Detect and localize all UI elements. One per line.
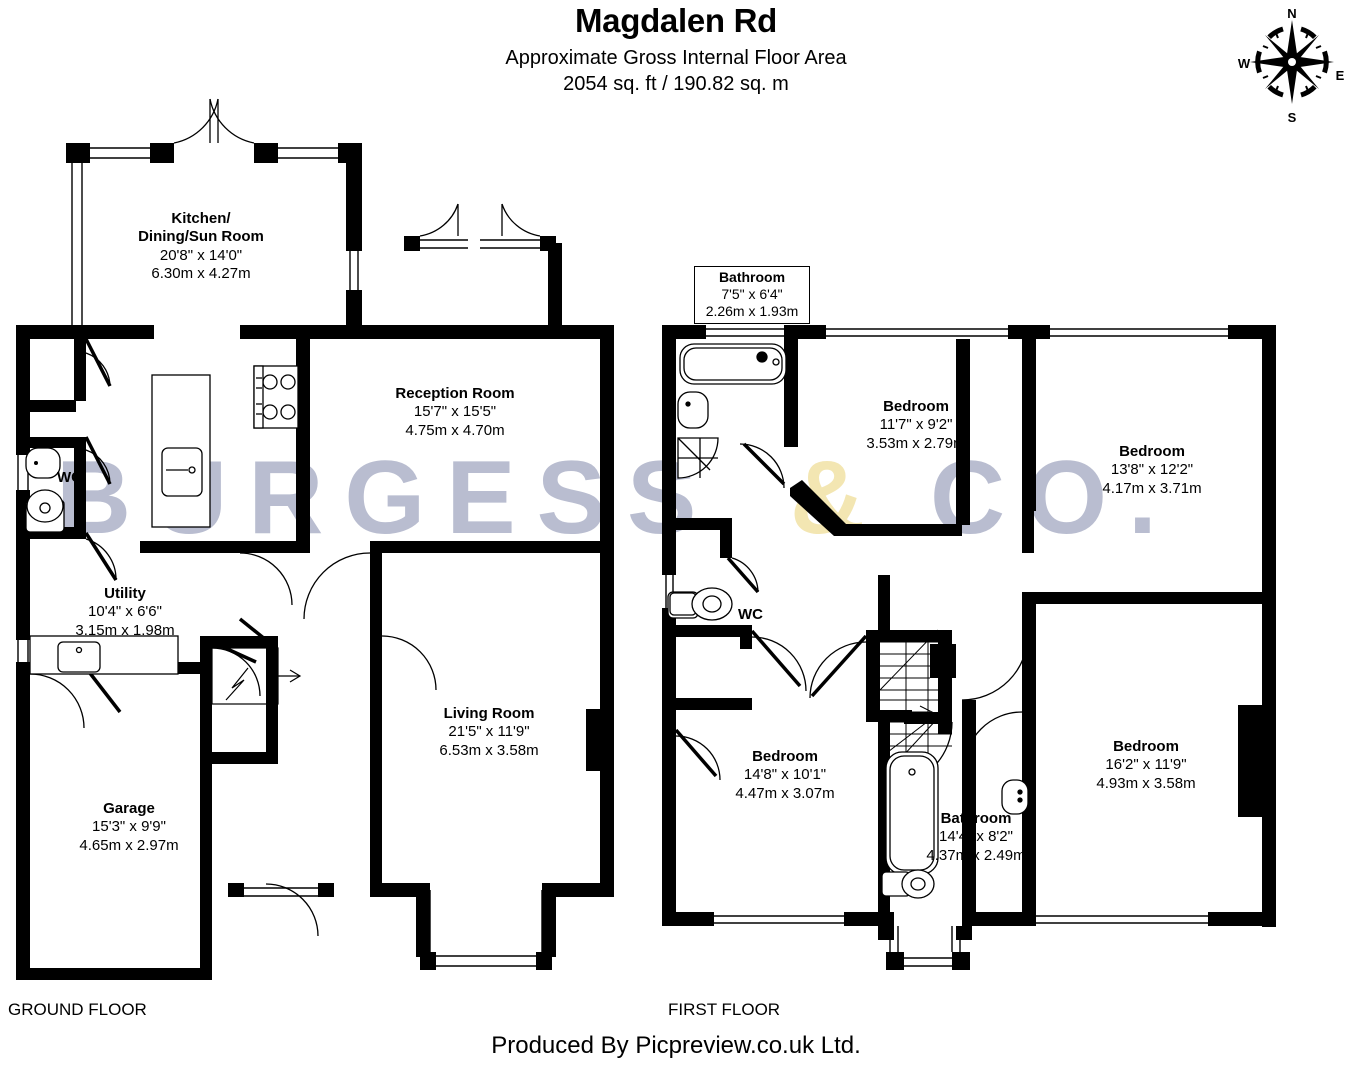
compass-rose-icon: N E S W: [1236, 6, 1348, 124]
producer-credit: Produced By Picpreview.co.uk Ltd.: [491, 1032, 861, 1059]
floor-area-caption: Approximate Gross Internal Floor Area: [505, 46, 847, 69]
room-label-wc-first: WC: [738, 606, 763, 623]
ground-floor-plan: [16, 98, 614, 980]
compass-east-label: E: [1336, 68, 1345, 83]
room-label-bedroom-1: Bedroom 11'7" x 9'2" 3.53m x 2.79m: [866, 398, 966, 452]
room-label-bathroom-lower: Bathroom 14'4" x 8'2" 4.37m x 2.49m: [926, 810, 1026, 864]
page-title: Magdalen Rd: [574, 2, 778, 39]
room-label-bathroom-upper: Bathroom 7'5" x 6'4" 2.26m x 1.93m: [694, 266, 810, 325]
compass-west-label: W: [1238, 56, 1251, 71]
room-label-garage: Garage 15'3" x 9'9" 4.65m x 2.97m: [79, 800, 179, 854]
room-label-living-room: Living Room 21'5" x 11'9" 6.53m x 3.58m: [439, 705, 539, 759]
compass-south-label: S: [1288, 110, 1297, 124]
room-label-reception-room: Reception Room 15'7" x 15'5" 4.75m x 4.7…: [395, 385, 515, 439]
room-label-bedroom-4: Bedroom 16'2" x 11'9" 4.93m x 3.58m: [1096, 738, 1196, 792]
room-label-bedroom-2: Bedroom 13'8" x 12'2" 4.17m x 3.71m: [1102, 443, 1202, 497]
compass-north-label: N: [1287, 6, 1296, 21]
room-label-wc-ground: WC: [57, 469, 82, 486]
room-label-utility: Utility 10'4" x 6'6" 3.15m x 1.98m: [75, 585, 175, 639]
floor-area-value: 2054 sq. ft / 190.82 sq. m: [563, 72, 789, 95]
room-label-bedroom-3: Bedroom 14'8" x 10'1" 4.47m x 3.07m: [735, 748, 835, 802]
ground-floor-tag: GROUND FLOOR: [8, 1000, 147, 1019]
plan-header: Magdalen Rd Approximate Gross Internal F…: [0, 0, 1352, 96]
wc-fixtures: [25, 447, 65, 533]
first-floor-plan: [662, 325, 1276, 970]
first-floor-tag: FIRST FLOOR: [668, 1000, 781, 1019]
room-label-kitchen: Kitchen/ Dining/Sun Room 20'8" x 14'0" 6…: [138, 210, 264, 282]
